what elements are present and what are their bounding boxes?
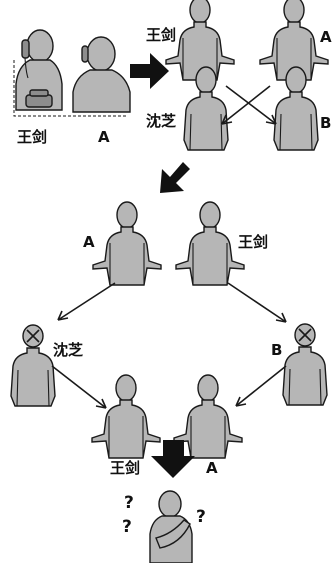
telephone-icon [81,45,89,63]
cross-arrow-2 [221,85,271,125]
thick-arrow-icon [130,53,169,89]
label-top-shenzhi: 沈芝 [146,112,176,130]
person-wangjian-phone [15,29,63,111]
question-mark-2: ? [122,517,132,537]
person-wangjian-confused [149,490,193,563]
arm [155,519,191,549]
label-top-wangjian: 王剑 [146,26,176,44]
lower-group: 王剑 A [91,374,243,477]
middle-group: A 王剑 沈芝 B [10,201,328,409]
label-mid-shenzhi: 沈芝 [53,341,83,359]
arrow-b-to-a [235,365,287,407]
label-mid-wangjian: 王剑 [238,233,268,251]
label-top-b: B [320,114,331,132]
question-mark-3: ? [196,507,206,527]
arrow-wangjian-to-b [227,282,287,323]
label-mid-a: A [83,233,95,251]
arrow-a-to-shenzhi [57,282,116,321]
telephone-icon [21,39,53,108]
thick-arrow-icon [151,440,195,478]
person-shenzhi-crossed [10,324,56,407]
label-a-phone: A [98,128,110,146]
thick-arrow-icon [160,162,190,193]
arrow-shenzhi-to-wangjian [51,365,107,409]
label-bottom-a: A [206,459,218,477]
person-b-crossed [282,323,328,406]
cross-arrow-1 [225,85,277,125]
label-mid-b: B [271,341,282,359]
phone-line [13,60,126,117]
label-top-a: A [320,28,332,46]
phone-scene: 王剑 A [13,29,131,146]
label-bottom-wangjian: 王剑 [110,459,140,477]
person-a-phone [72,36,131,113]
question-mark-1: ? [124,493,134,513]
label-wangjian-phone: 王剑 [17,128,47,146]
top-group: 王剑 A 沈芝 B [146,0,332,151]
